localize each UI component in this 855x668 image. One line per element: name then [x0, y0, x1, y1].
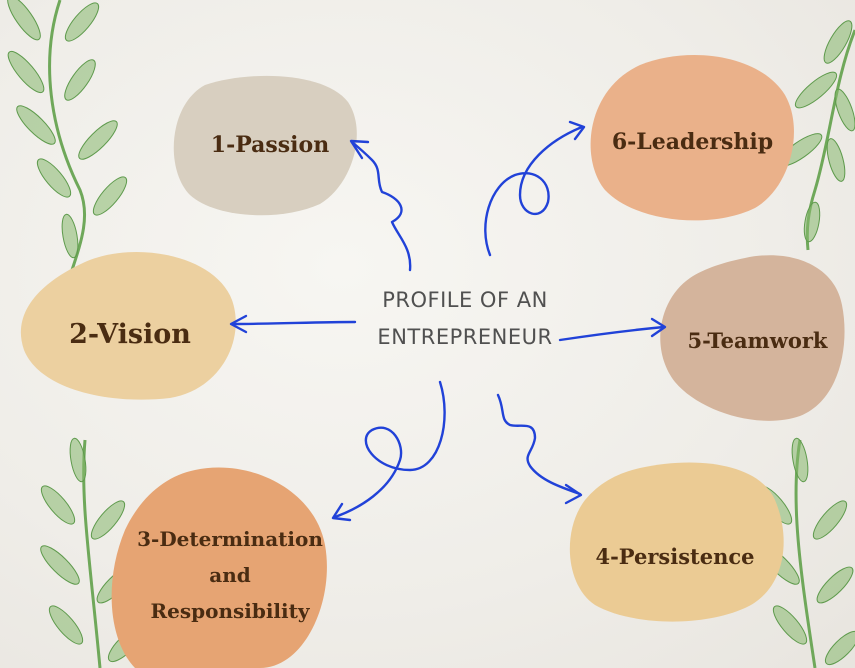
leaf-branch-icon	[7, 0, 128, 271]
node-label-vision: 2-Vision	[69, 318, 191, 350]
node-label-determination-line-1: 3-Determination	[137, 527, 323, 551]
arrow-to-determination	[331, 380, 446, 522]
node-label-teamwork: 5-Teamwork	[687, 327, 828, 353]
node-label-determination-line-2: and	[209, 563, 251, 587]
arrow-to-passion	[349, 139, 412, 272]
center-title-line-1: PROFILE OF AN	[382, 288, 548, 312]
node-label-determination-line-3: Responsibility	[150, 599, 310, 623]
center-title-line-2: ENTREPRENEUR	[377, 325, 553, 349]
node-blob-leadership	[590, 55, 794, 221]
node-blob-vision	[20, 251, 236, 400]
node-label-leadership: 6-Leadership	[611, 129, 774, 155]
arrow-to-leadership	[484, 120, 586, 257]
node-label-determination: 3-Determination and Responsibility	[115, 520, 345, 630]
arrow-to-persistence	[496, 393, 583, 505]
node-label-passion: 1-Passion	[210, 132, 330, 158]
node-blob-determination	[111, 467, 327, 668]
leaf-branch-icon	[777, 20, 855, 251]
node-blob-teamwork	[660, 255, 845, 421]
node-blob-passion	[173, 75, 357, 216]
center-title: PROFILE OF AN ENTREPRENEUR	[340, 282, 590, 356]
node-blob-persistence	[569, 462, 784, 622]
arrow-to-teamwork	[558, 317, 667, 342]
node-label-persistence: 4-Persistence	[595, 543, 755, 569]
arrow-to-vision	[229, 314, 357, 334]
